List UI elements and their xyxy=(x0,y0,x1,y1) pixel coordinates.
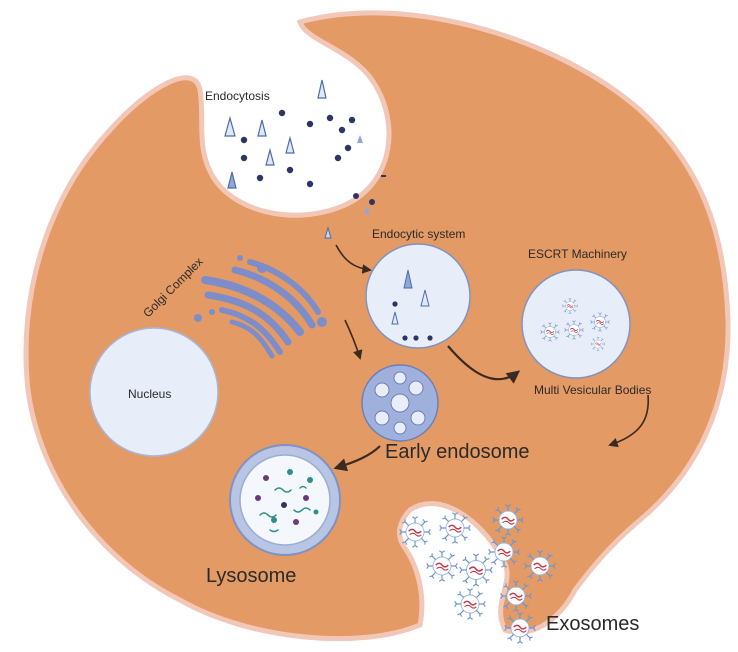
multi-vesicular-bodies-label: Multi Vesicular Bodies xyxy=(534,383,651,397)
early-endosome-label: Early endosome xyxy=(385,441,530,463)
nucleus xyxy=(89,327,219,457)
arrow-mvb-to-exosomes xyxy=(608,394,650,448)
early-endosome-vesicles xyxy=(374,371,426,435)
endocytic-system-label: Endocytic system xyxy=(372,227,465,241)
exosomes-label: Exosomes xyxy=(546,613,639,635)
arrow-endosome-to-lysosome xyxy=(333,445,381,472)
lysosome-lumen xyxy=(239,454,331,546)
arrow-endocytic-to-mvb xyxy=(447,345,521,384)
pathway-arrows xyxy=(333,244,650,472)
endocytosis-particles xyxy=(224,79,386,239)
multi-vesicular-body xyxy=(521,269,631,379)
nucleus-label: Nucleus xyxy=(128,387,171,401)
arrow-endocytosis-to-endocytic xyxy=(335,244,372,274)
golgi-vesicles xyxy=(194,255,327,327)
escrt-machinery-label: ESCRT Machinery xyxy=(528,247,627,261)
endocytic-system-cargo xyxy=(391,269,433,341)
lysosome-contents xyxy=(255,469,319,533)
arrow-to-early-endosome xyxy=(344,319,363,360)
lysosome-label: Lysosome xyxy=(206,565,296,587)
endocytosis-label: Endocytosis xyxy=(205,89,270,103)
endocytic-system-vesicle xyxy=(365,243,471,349)
